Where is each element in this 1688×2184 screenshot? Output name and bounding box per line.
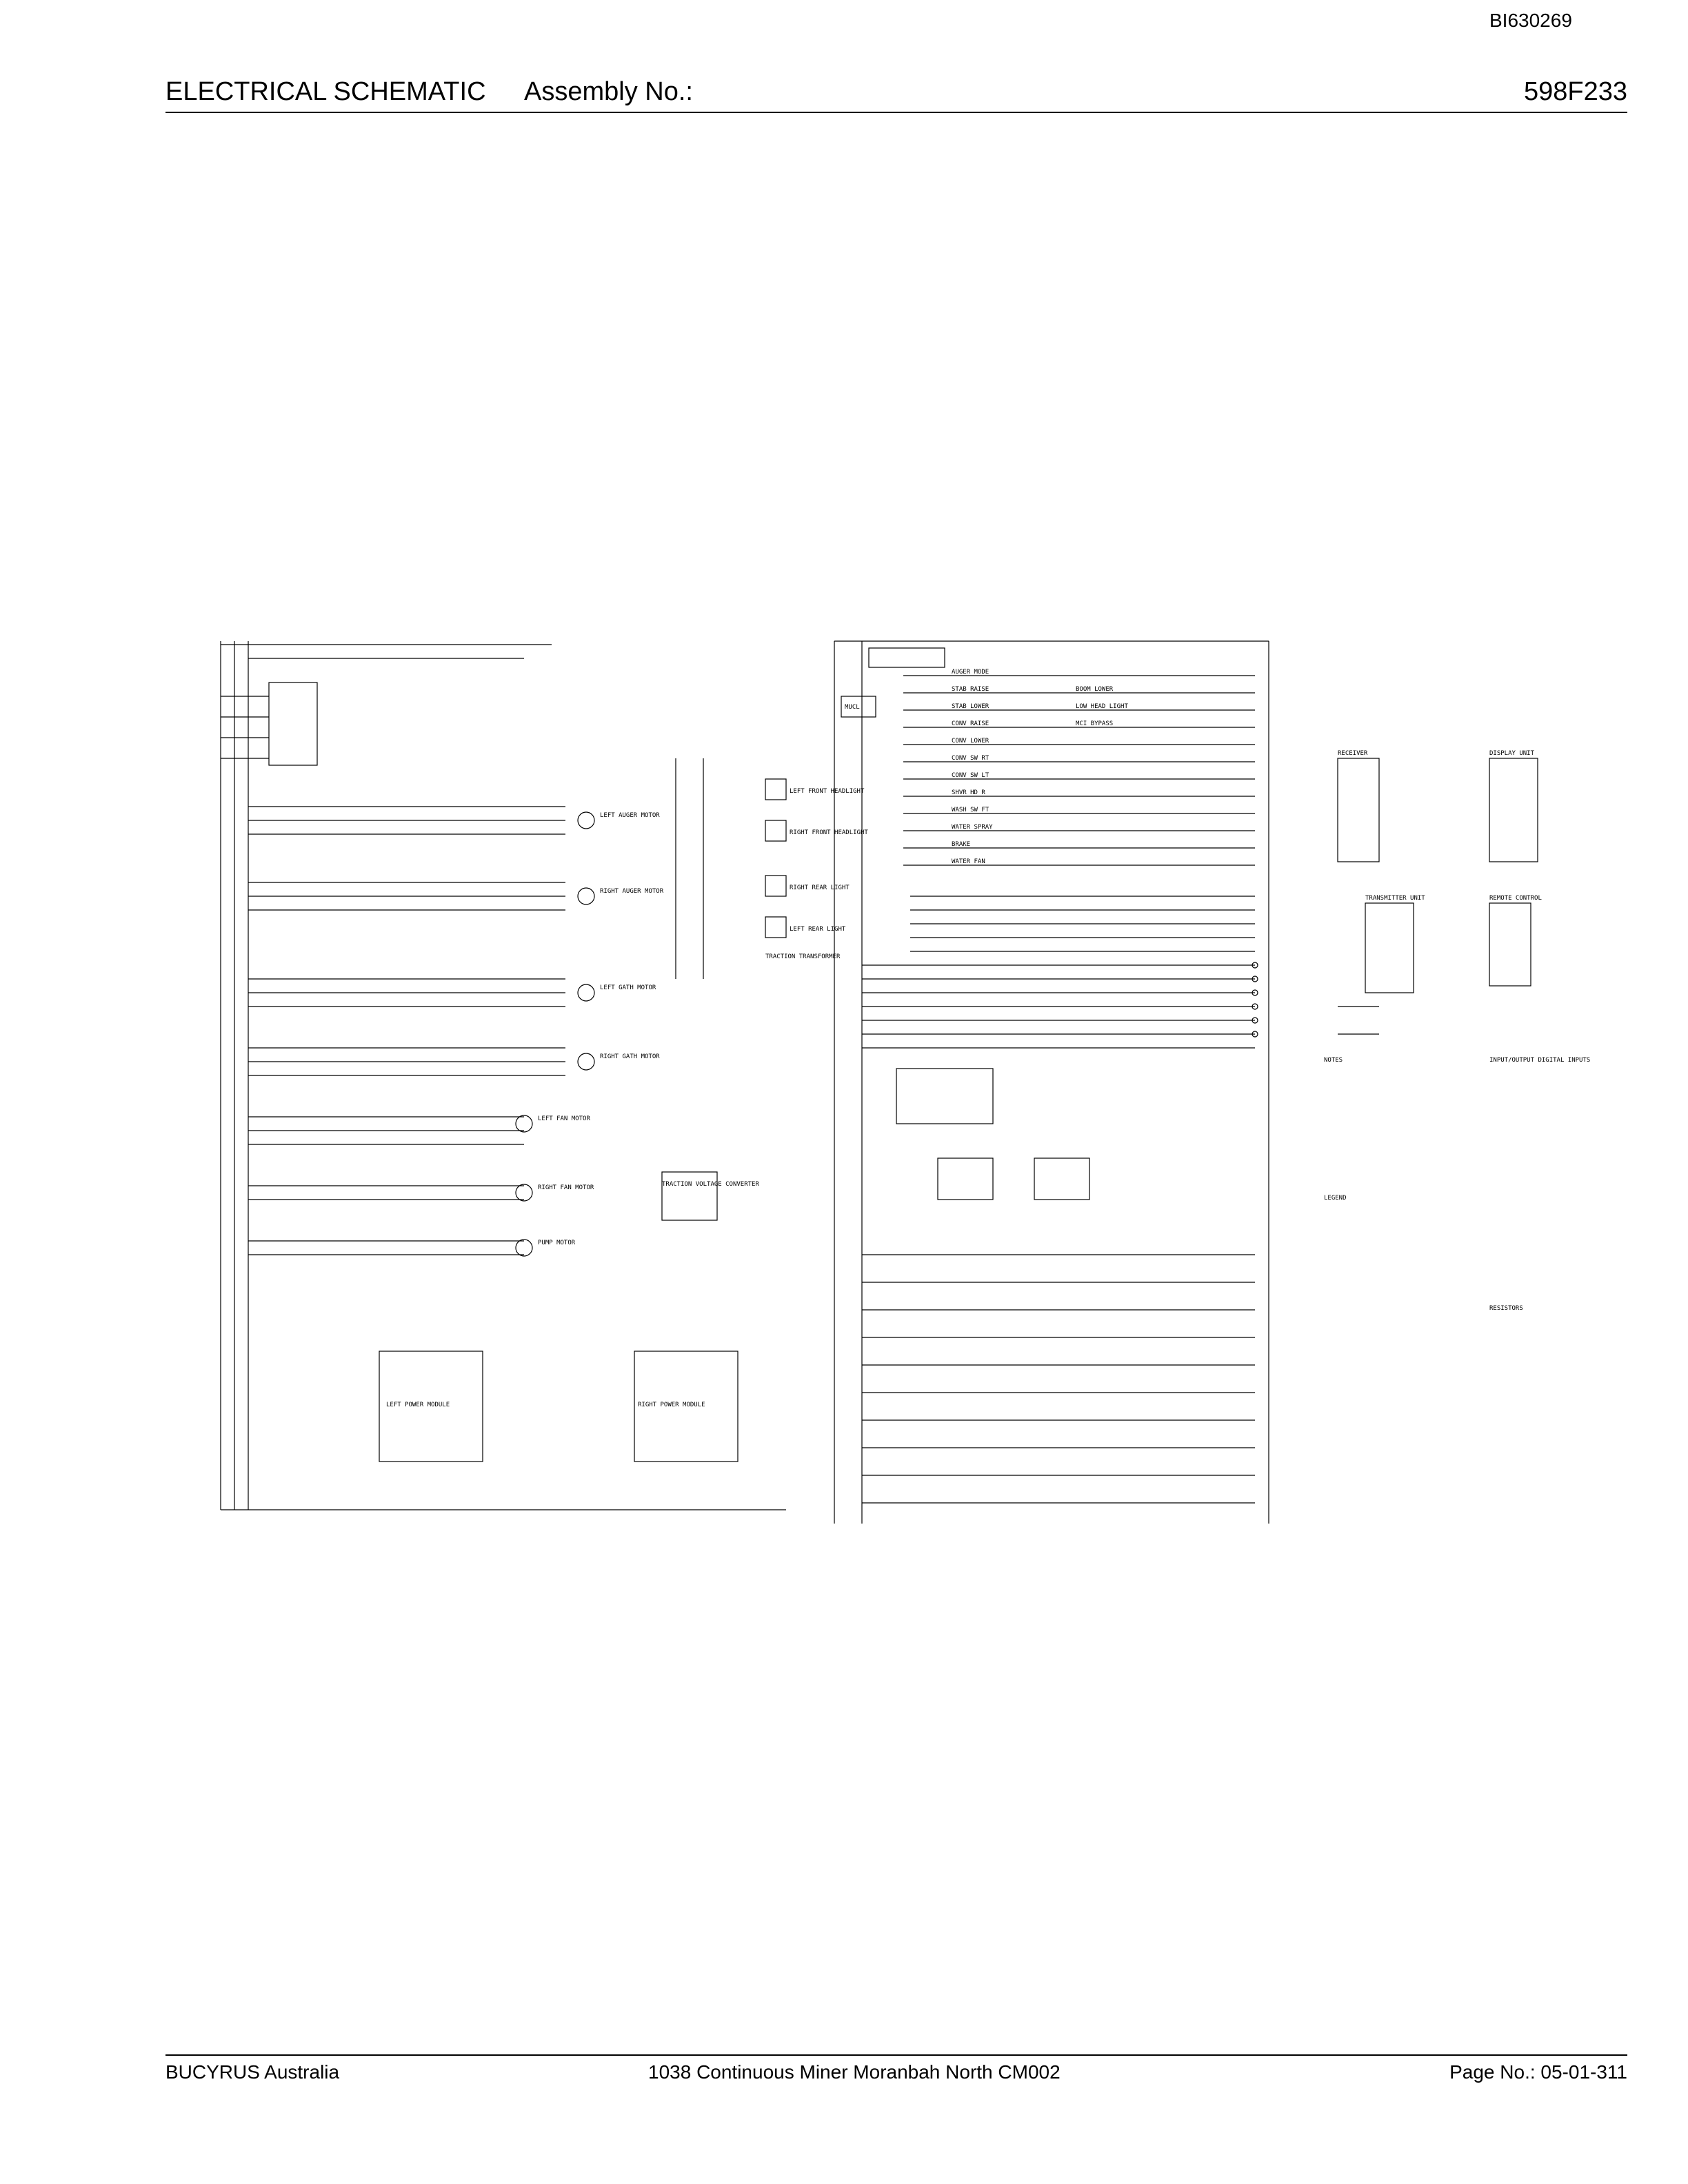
label-traction-voltage: TRACTION VOLTAGE CONVERTER bbox=[662, 1181, 759, 1188]
label-mucl: MUCL bbox=[845, 704, 860, 711]
label-motor-1: LEFT AUGER MOTOR bbox=[600, 812, 660, 819]
label-right-power-module: RIGHT POWER MODULE bbox=[638, 1402, 705, 1408]
label-function-11: BRAKE bbox=[952, 841, 970, 848]
label-transmitter: TRANSMITTER UNIT bbox=[1365, 895, 1425, 902]
label-function-5: CONV LOWER bbox=[952, 738, 989, 745]
page-header: ELECTRICAL SCHEMATIC Assembly No.: 598F2… bbox=[165, 77, 1627, 113]
label-function-3: STAB LOWER bbox=[952, 703, 989, 710]
footer-company: BUCYRUS Australia bbox=[165, 2061, 340, 2083]
label-function-13: BOOM LOWER bbox=[1076, 686, 1114, 693]
assembly-number: 598F233 bbox=[1523, 77, 1627, 106]
label-display: DISPLAY UNIT bbox=[1489, 750, 1535, 757]
label-function-6: CONV SW RT bbox=[952, 755, 989, 762]
label-motor-6: RIGHT FAN MOTOR bbox=[538, 1184, 594, 1191]
label-traction-transformer: TRACTION TRANSFORMER bbox=[765, 953, 841, 960]
label-light-2: RIGHT FRONT HEADLIGHT bbox=[790, 829, 868, 836]
label-light-3: RIGHT REAR LIGHT bbox=[790, 884, 850, 891]
label-function-14: LOW HEAD LIGHT bbox=[1076, 703, 1128, 710]
document-id: BI630269 bbox=[1489, 10, 1572, 31]
label-function-1: AUGER MODE bbox=[952, 669, 989, 676]
label-motor-4: RIGHT GATH MOTOR bbox=[600, 1053, 660, 1060]
legend-title: LEGEND bbox=[1324, 1195, 1347, 1202]
label-light-1: LEFT FRONT HEADLIGHT bbox=[790, 788, 865, 795]
label-function-10: WATER SPRAY bbox=[952, 824, 993, 831]
label-function-4: CONV RAISE bbox=[952, 720, 989, 727]
footer-page-number: Page No.: 05-01-311 bbox=[1449, 2061, 1627, 2083]
label-function-2: STAB RAISE bbox=[952, 686, 989, 693]
label-motor-5: LEFT FAN MOTOR bbox=[538, 1115, 590, 1122]
label-motor-3: LEFT GATH MOTOR bbox=[600, 984, 656, 991]
electrical-schematic: LEFT POWER MODULE RIGHT POWER MODULE TRA… bbox=[179, 593, 1662, 1544]
assembly-label: Assembly No.: bbox=[524, 77, 693, 106]
inputs-title: INPUT/OUTPUT DIGITAL INPUTS bbox=[1489, 1057, 1590, 1064]
footer-description: 1038 Continuous Miner Moranbah North CM0… bbox=[648, 2061, 1061, 2083]
label-receiver: RECEIVER bbox=[1338, 750, 1368, 757]
label-motor-2: RIGHT AUGER MOTOR bbox=[600, 888, 664, 895]
page-footer: BUCYRUS Australia 1038 Continuous Miner … bbox=[165, 2054, 1627, 2090]
resistors-title: RESISTORS bbox=[1489, 1305, 1523, 1312]
label-function-9: WASH SW FT bbox=[952, 807, 989, 813]
label-remote-control: REMOTE CONTROL bbox=[1489, 895, 1542, 902]
notes-title: NOTES bbox=[1324, 1057, 1343, 1064]
label-motor-7: PUMP MOTOR bbox=[538, 1240, 576, 1246]
label-function-15: MCI BYPASS bbox=[1076, 720, 1113, 727]
schematic-drawing: LEFT POWER MODULE RIGHT POWER MODULE TRA… bbox=[220, 640, 1590, 1524]
label-function-12: WATER FAN bbox=[952, 858, 985, 865]
label-left-power-module: LEFT POWER MODULE bbox=[386, 1402, 450, 1408]
label-function-8: SHVR HD R bbox=[952, 789, 985, 796]
label-light-4: LEFT REAR LIGHT bbox=[790, 926, 846, 933]
page-title: ELECTRICAL SCHEMATIC bbox=[165, 77, 486, 106]
label-function-7: CONV SW LT bbox=[952, 772, 989, 779]
